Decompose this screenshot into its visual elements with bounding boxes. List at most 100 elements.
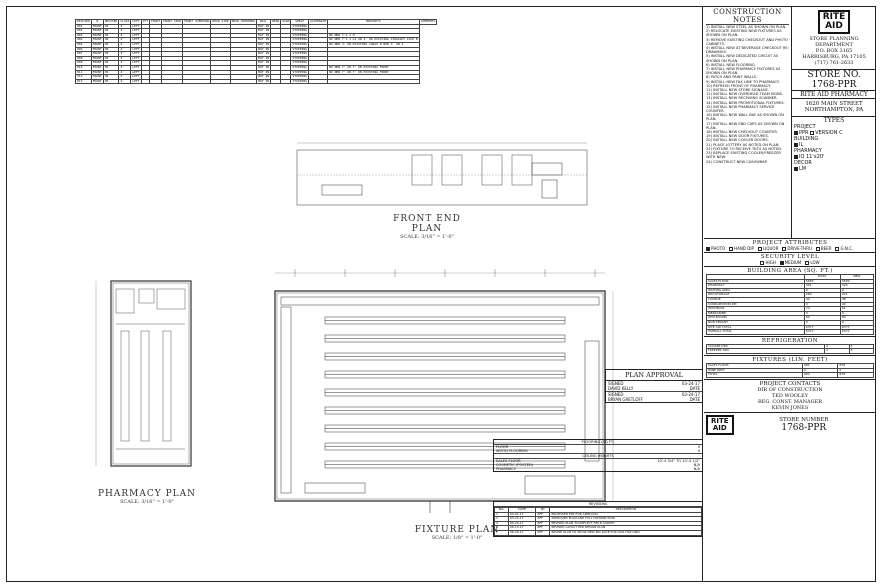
schedule-header-cell: REAR: [270, 19, 282, 25]
attribute-item: HAND DIP: [729, 246, 754, 251]
security-checkbox: [779, 261, 784, 265]
contact-role-1: DIR OF CONSTRUCTION: [757, 386, 823, 393]
revision-cell: 06-29-17: [507, 530, 537, 536]
store-number-value: 1768-PPR: [781, 422, 827, 433]
schedule-cell: H4: [102, 78, 120, 85]
store-no-label: STORE NO.: [792, 69, 876, 80]
schedule-header-cell: FRONT SIDE: [161, 19, 184, 25]
attribute-checkbox: [782, 247, 787, 251]
attribute-item: DRIVE-THRU: [782, 246, 812, 251]
schedule-cell: [161, 78, 184, 85]
security-checkbox: [805, 261, 810, 265]
area-title: BUILDING AREA (SQ. FT.): [747, 268, 833, 274]
construction-note: 16) INSTALL NEW WALL BAY AS SHOWN ON PLA…: [706, 113, 784, 122]
schedule-cell: [140, 78, 151, 85]
department-line: (717) 761-2633: [814, 60, 854, 66]
front-end-plan-drawing: [296, 142, 588, 206]
construction-note: 11) INSTALL NEW STORE SIGNAGE.: [706, 88, 769, 93]
pharmacy-plan-label: PHARMACY PLAN SCALE: 3/16" = 1'-0": [97, 489, 197, 505]
contact-role-2: REG. CONST. MANAGER: [757, 398, 823, 405]
store-number-label-2: NUMBER: [801, 416, 829, 423]
construction-note: 23) REPLACE EXISTING COOLER/FREEZER WITH…: [706, 151, 781, 160]
revisions-title: REVISIONS: [494, 502, 702, 507]
store-address-1: 1620 MAIN STREET: [792, 98, 876, 107]
flooring-cell: 0: [697, 449, 700, 453]
attribute-checkbox: [835, 247, 840, 251]
flooring-cell: WOOD FLOORING: [496, 449, 528, 453]
project-contacts: PROJECT CONTACTS DIR OF CONSTRUCTION TED…: [704, 380, 876, 413]
ceiling-cell: SALES FLOOR: [496, 459, 521, 463]
security-item: HIGH: [760, 260, 776, 265]
schedule-cell: [307, 78, 329, 85]
construction-note: 7) INSTALL NEW PHARMACY FIXTURES AS SHOW…: [706, 67, 781, 76]
construction-note: 1) INSTALL NEW STEEL AS SHOWN ON PLAN.: [706, 25, 787, 29]
fixture-plan-scale: SCALE: 1/8" = 1'-0": [431, 535, 483, 541]
contact-name-2: KEVIN JONES: [771, 404, 809, 411]
schedule-header-cell: FRONT OVERHANG: [182, 19, 212, 25]
revision-cell: REVISE PLAN TO SHOW NEW BID DATE FOR OUR…: [549, 530, 702, 536]
flooring-title: FLOORING (SQ FT): [494, 440, 702, 445]
schedule-cell: 4': [118, 78, 132, 85]
schedule-cell: [280, 78, 292, 85]
store-address-2: NORTHAMPTON, PA: [804, 107, 864, 113]
flooring-row: WOOD FLOORING 0: [494, 449, 702, 453]
construction-note: 18) INSTALL NEW CHECKOUT COUNTER.: [706, 130, 778, 135]
decor-value: LM: [799, 166, 807, 172]
fixtures-cell: 990: [801, 372, 839, 378]
approval-date-1: 03-24-17: [681, 381, 700, 386]
fixture-plan-drawing: [274, 269, 614, 513]
refrigeration-cell: 2: [824, 348, 850, 354]
construction-note: 6) INSTALL NEW FLOORING.: [706, 62, 756, 67]
pharmacy-plan-drawing: [95, 280, 192, 467]
building-label: BUILDING: [794, 136, 819, 142]
flooring-cell: FLOOR: [496, 445, 509, 449]
construction-notes-title: CONSTRUCTION NOTES: [706, 8, 789, 25]
attribute-checkbox: [757, 247, 762, 251]
schedule-header-cell: REAR OVERHANG: [229, 19, 258, 25]
logo-small-bottom: AID: [712, 423, 727, 432]
construction-note: 17) INSTALL NEW END CAPS AS SHOWN ON PLA…: [706, 121, 785, 130]
front-end-plan-title: FRONT END PLAN: [393, 214, 461, 234]
schedule-header-cell: FRONT: [149, 19, 163, 25]
date-label-1: DATE: [689, 386, 700, 391]
logo-text-bottom: AID: [825, 21, 843, 31]
construction-note: 2) RELOCATE EXISTING NEW FIXTURES AS SHO…: [706, 29, 782, 38]
fixtures-cell: 878: [837, 372, 874, 378]
attribute-item: PHOTO: [706, 246, 725, 251]
attribute-item: BEER: [815, 246, 831, 251]
attribute-checkbox: [729, 247, 734, 251]
schedule-cell: [327, 78, 420, 85]
ceiling-cell: 10'-4 3/4" TO 10'-5 1/2": [657, 459, 700, 463]
area-cell: 6377: [839, 329, 875, 335]
logo-text-top: RITE: [822, 12, 846, 22]
schedule-cell: BUY IN: [256, 78, 272, 85]
construction-note: 12) INSTALL NEW OVERHEAD TEAM SIGNS.: [706, 92, 784, 97]
construction-note: 10) REFRESH FRONT OF PHARMACY.: [706, 83, 771, 88]
fixture-plan-title: FIXTURE PLAN: [414, 525, 500, 535]
ceiling-cell: N/A: [693, 467, 700, 471]
department-line: HARRISBURG, PA 17105: [802, 54, 866, 60]
pharmacy-checkbox: [794, 154, 798, 159]
security-label: MEDIUM: [784, 260, 802, 265]
decor-label: DECOR: [794, 160, 812, 166]
store-number-label-1: STORE: [779, 416, 800, 423]
attribute-label: HAND DIP: [734, 246, 754, 251]
signed-label-2: SIGNED: [608, 392, 624, 397]
security-label: HIGH: [765, 260, 776, 265]
revision-cell: 5: [494, 530, 509, 536]
